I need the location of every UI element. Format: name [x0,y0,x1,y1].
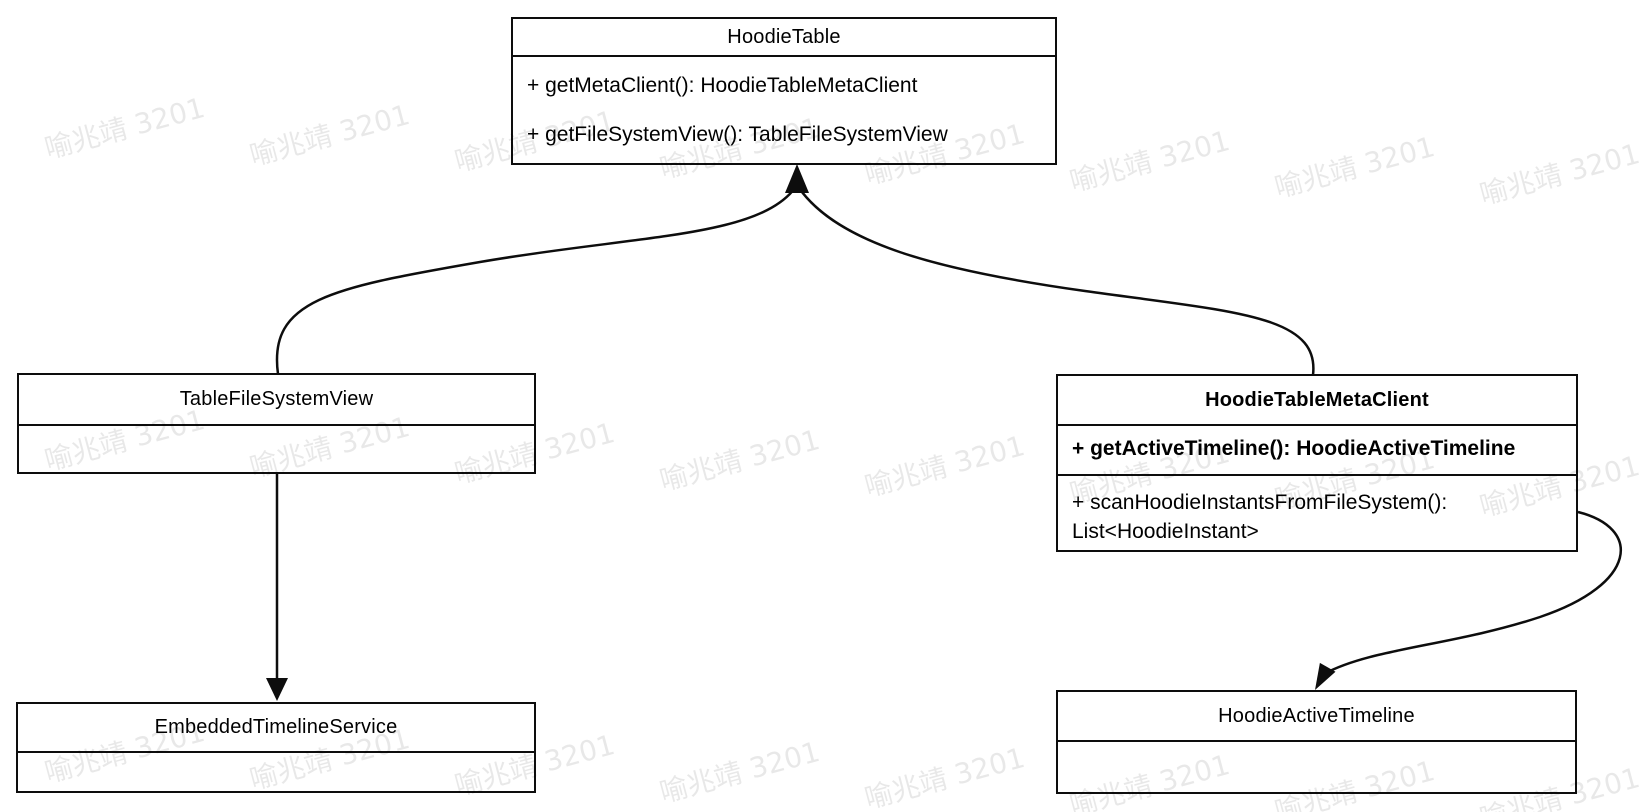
class-title-hoodietable: HoodieTable [513,19,1055,57]
class-title-tablefilesystemview: TableFileSystemView [19,375,534,426]
connector-tablefilesystemview-to-hoodietable [275,187,796,375]
empty-compartment [1058,742,1575,792]
connector-hoodietablemetaclient-to-hoodietable [797,187,1315,376]
method-getmetaclient: + getMetaClient(): HoodieTableMetaClient [527,74,918,97]
class-box-hoodietablemetaclient: HoodieTableMetaClient + getActiveTimelin… [1056,374,1578,552]
methods-compartment: + getActiveTimeline(): HoodieActiveTimel… [1058,426,1576,476]
watermark-text: 喻兆靖 3201 [656,735,824,810]
watermark-text: 喻兆靖 3201 [1066,124,1234,199]
methods-compartment: + getMetaClient(): HoodieTableMetaClient… [513,57,1055,163]
class-box-tablefilesystemview: TableFileSystemView [17,373,536,474]
class-title-embeddedtimelineservice: EmbeddedTimelineService [18,704,534,753]
watermark-text: 喻兆靖 3201 [861,429,1029,504]
watermark-text: 喻兆靖 3201 [656,423,824,498]
methods-compartment: + scanHoodieInstantsFromFileSystem(): Li… [1058,476,1576,550]
arrowhead-up-icon [785,164,809,193]
class-box-embeddedtimelineservice: EmbeddedTimelineService [16,702,536,793]
watermark-text: 喻兆靖 3201 [1476,137,1644,212]
arrowhead-down-icon [266,678,288,701]
method-getactivetimeline: + getActiveTimeline(): HoodieActiveTimel… [1072,437,1516,460]
class-box-hoodieactivetimeline: HoodieActiveTimeline [1056,690,1577,794]
class-box-hoodietable: HoodieTable + getMetaClient(): HoodieTab… [511,17,1057,165]
class-title-hoodietablemetaclient: HoodieTableMetaClient [1058,376,1576,426]
watermark-text: 喻兆靖 3201 [246,98,414,173]
method-getfilesystemview: + getFileSystemView(): TableFileSystemVi… [527,123,948,146]
empty-compartment [18,753,534,791]
watermark-text: 喻兆靖 3201 [1271,130,1439,205]
arrowhead-down-left-icon [1315,662,1336,690]
method-scanhoodieinstants: + scanHoodieInstantsFromFileSystem(): Li… [1072,491,1448,543]
watermark-text: 喻兆靖 3201 [41,91,209,166]
class-title-hoodieactivetimeline: HoodieActiveTimeline [1058,692,1575,742]
empty-compartment [19,426,534,472]
watermark-text: 喻兆靖 3201 [861,741,1029,812]
